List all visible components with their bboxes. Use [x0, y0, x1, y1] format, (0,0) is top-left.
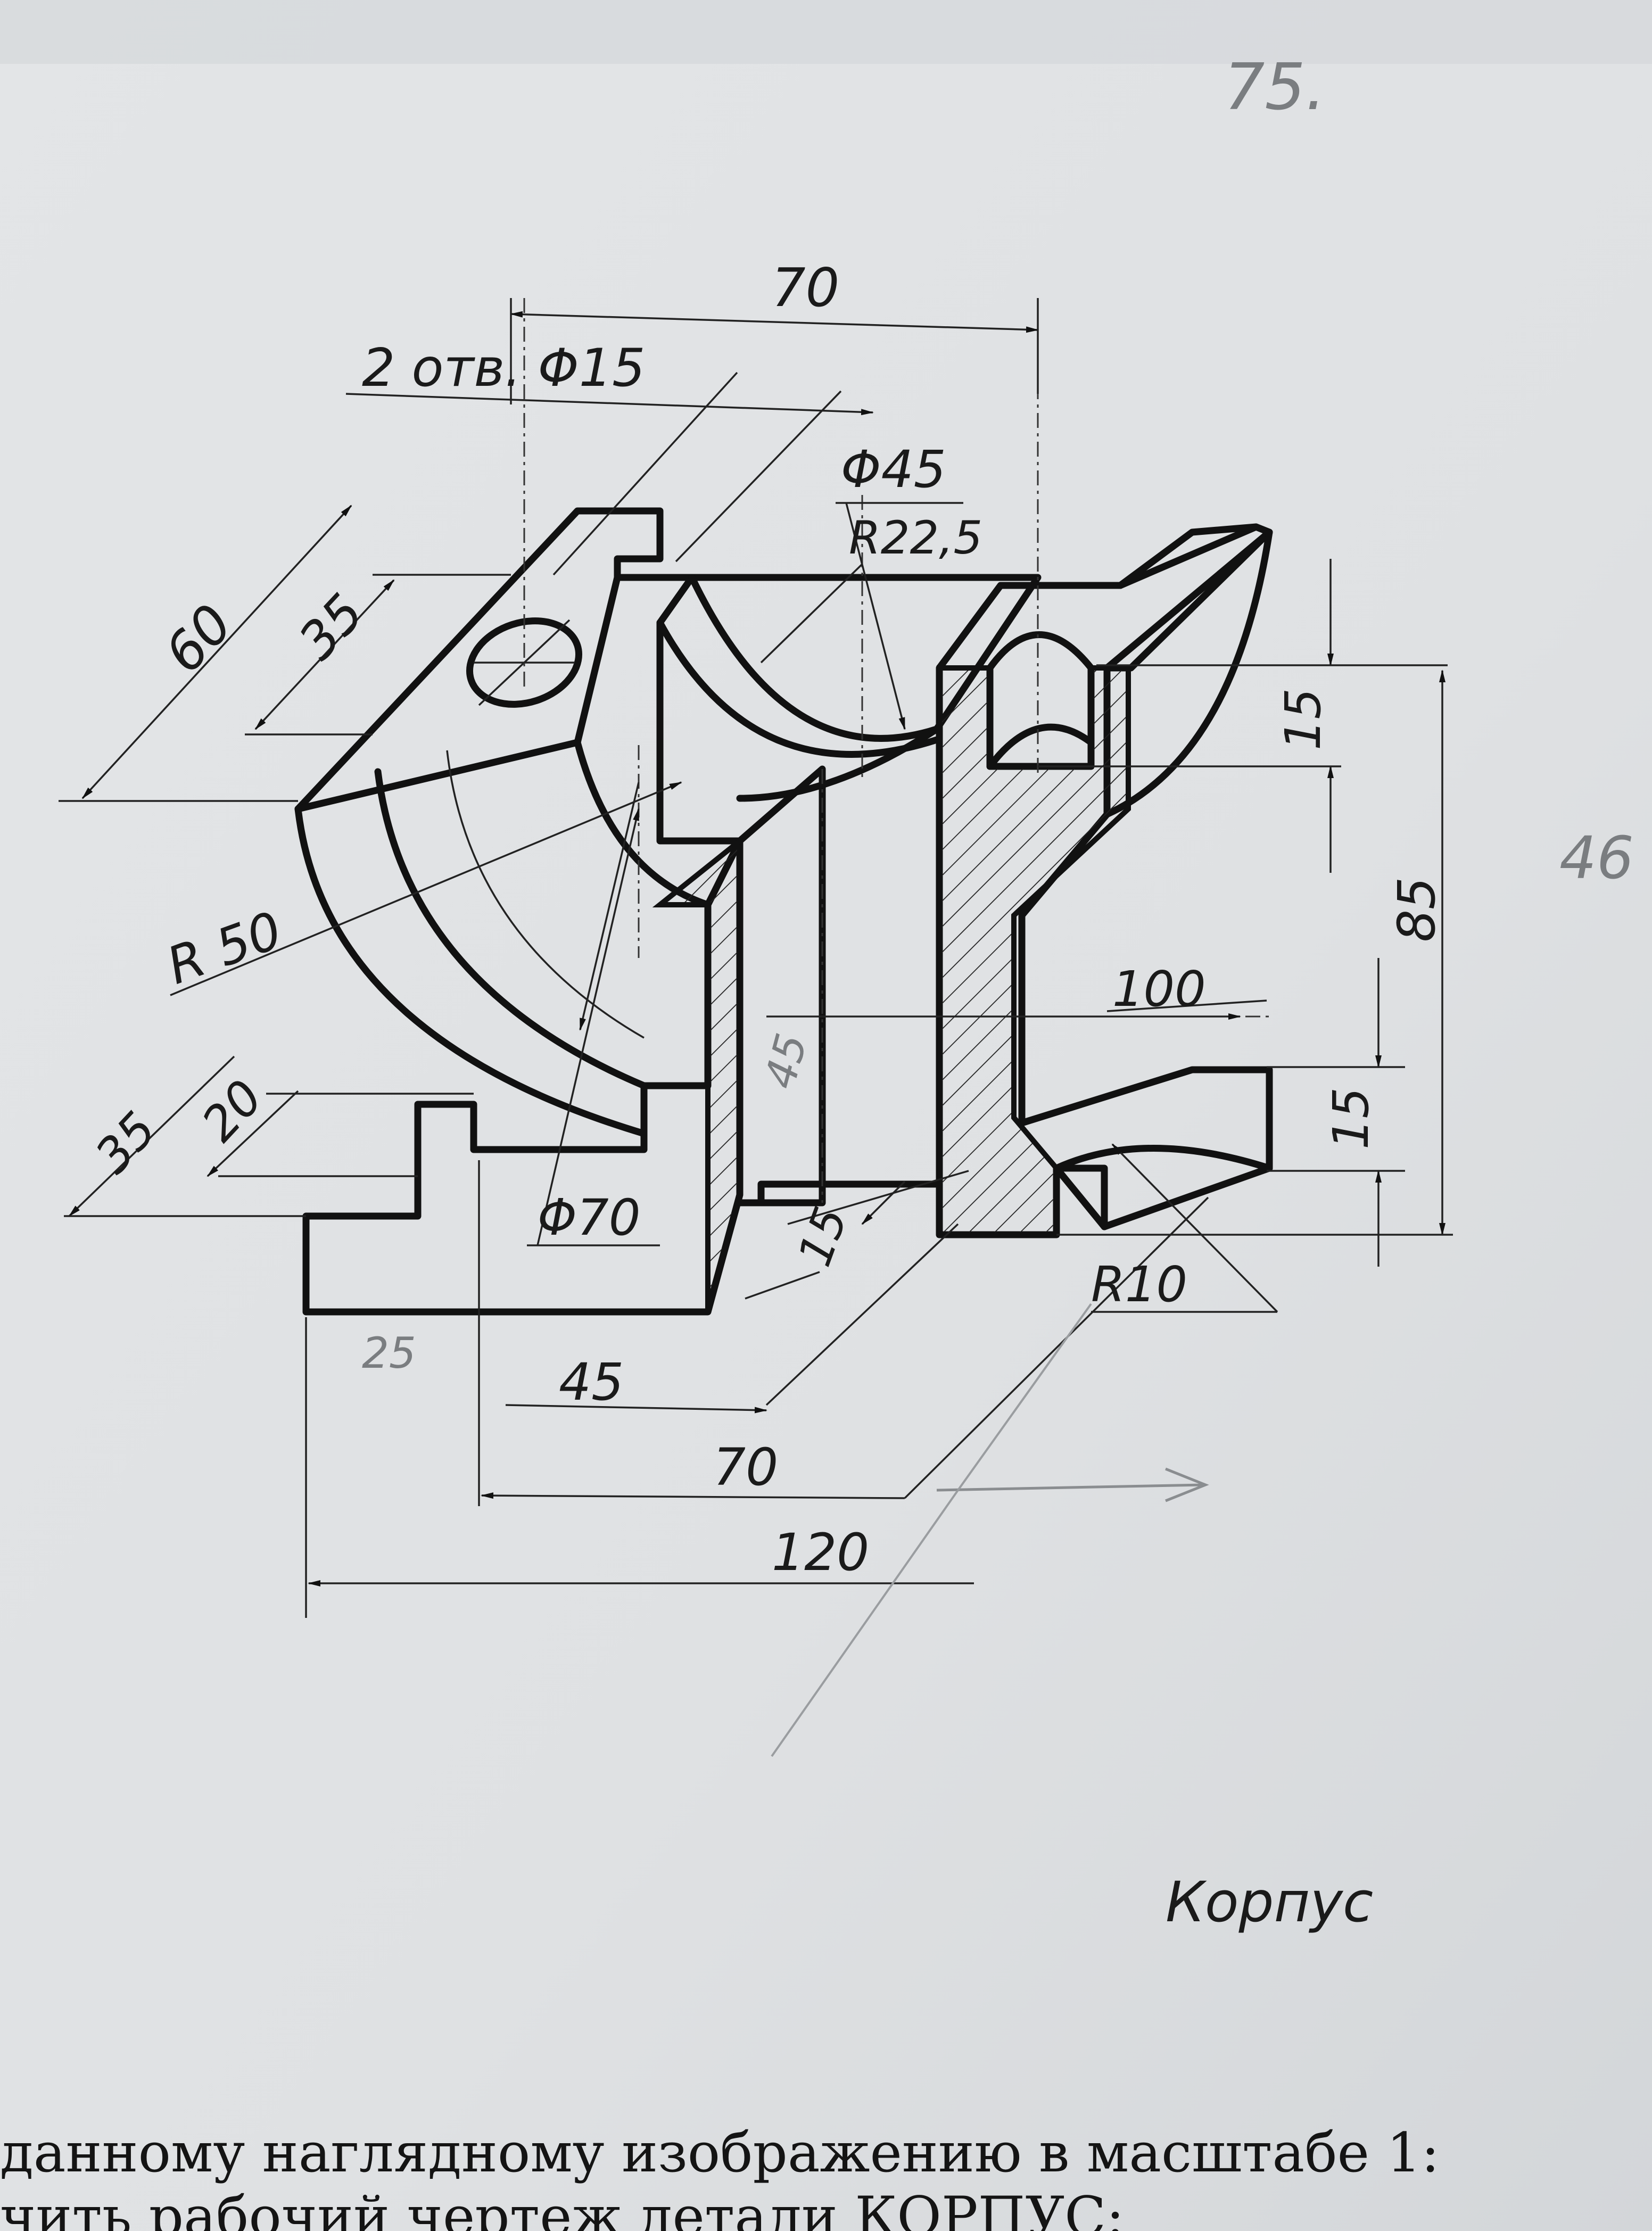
saddle-floor	[736, 765, 826, 1207]
dimension-lines	[59, 298, 1453, 1618]
dim-d45: Φ45	[841, 440, 946, 499]
arc-mid1	[374, 768, 648, 1089]
saddle-top-edge	[656, 574, 940, 758]
saddle-curve	[688, 574, 940, 742]
arc-mid2	[446, 750, 645, 1039]
part-name: Корпус	[1166, 1870, 1373, 1935]
dim-r10: R10	[1091, 1256, 1187, 1313]
dim-85: 85	[1387, 877, 1447, 942]
dim-120: 120	[772, 1523, 869, 1582]
dim-holes: 2 отв. Φ15	[362, 338, 645, 399]
dim-70-top: 70	[772, 257, 839, 319]
dim-100: 100	[1112, 961, 1206, 1018]
dim-25-pencil: 25	[362, 1328, 416, 1378]
hole-cross	[474, 619, 575, 706]
bottom-text-line1: данному наглядному изображению в масштаб…	[0, 2121, 1440, 2185]
left-section	[652, 835, 742, 1313]
hole-ellipse	[466, 617, 583, 708]
right-hole-inner	[986, 723, 1095, 770]
dim-15-right-bottom: 15	[1323, 1087, 1380, 1150]
dim-15-right-top: 15	[1275, 688, 1332, 750]
pencil-arrow	[936, 1467, 1209, 1502]
pencil-stroke	[771, 1303, 1092, 1757]
paper-shadow-band	[0, 0, 1652, 64]
bottom-text-line2: чить рабочий чертеж детали КОРПУС:	[0, 2185, 1125, 2231]
bottom-step	[736, 1180, 943, 1207]
page-number: 75.	[1224, 51, 1326, 125]
right-lower-edge	[1053, 1145, 1273, 1230]
dim-r22-5: R22,5	[849, 511, 982, 565]
right-ear-slope	[1103, 528, 1273, 818]
dim-d70: Φ70	[538, 1189, 641, 1247]
dim-45-bottom: 45	[559, 1352, 624, 1412]
part-korpus	[294, 507, 1273, 1316]
dim-70-bottom: 70	[713, 1437, 778, 1497]
saddle-curve-lower	[736, 725, 940, 802]
arc-outer	[294, 805, 648, 1137]
margin-note: 46	[1559, 824, 1634, 892]
